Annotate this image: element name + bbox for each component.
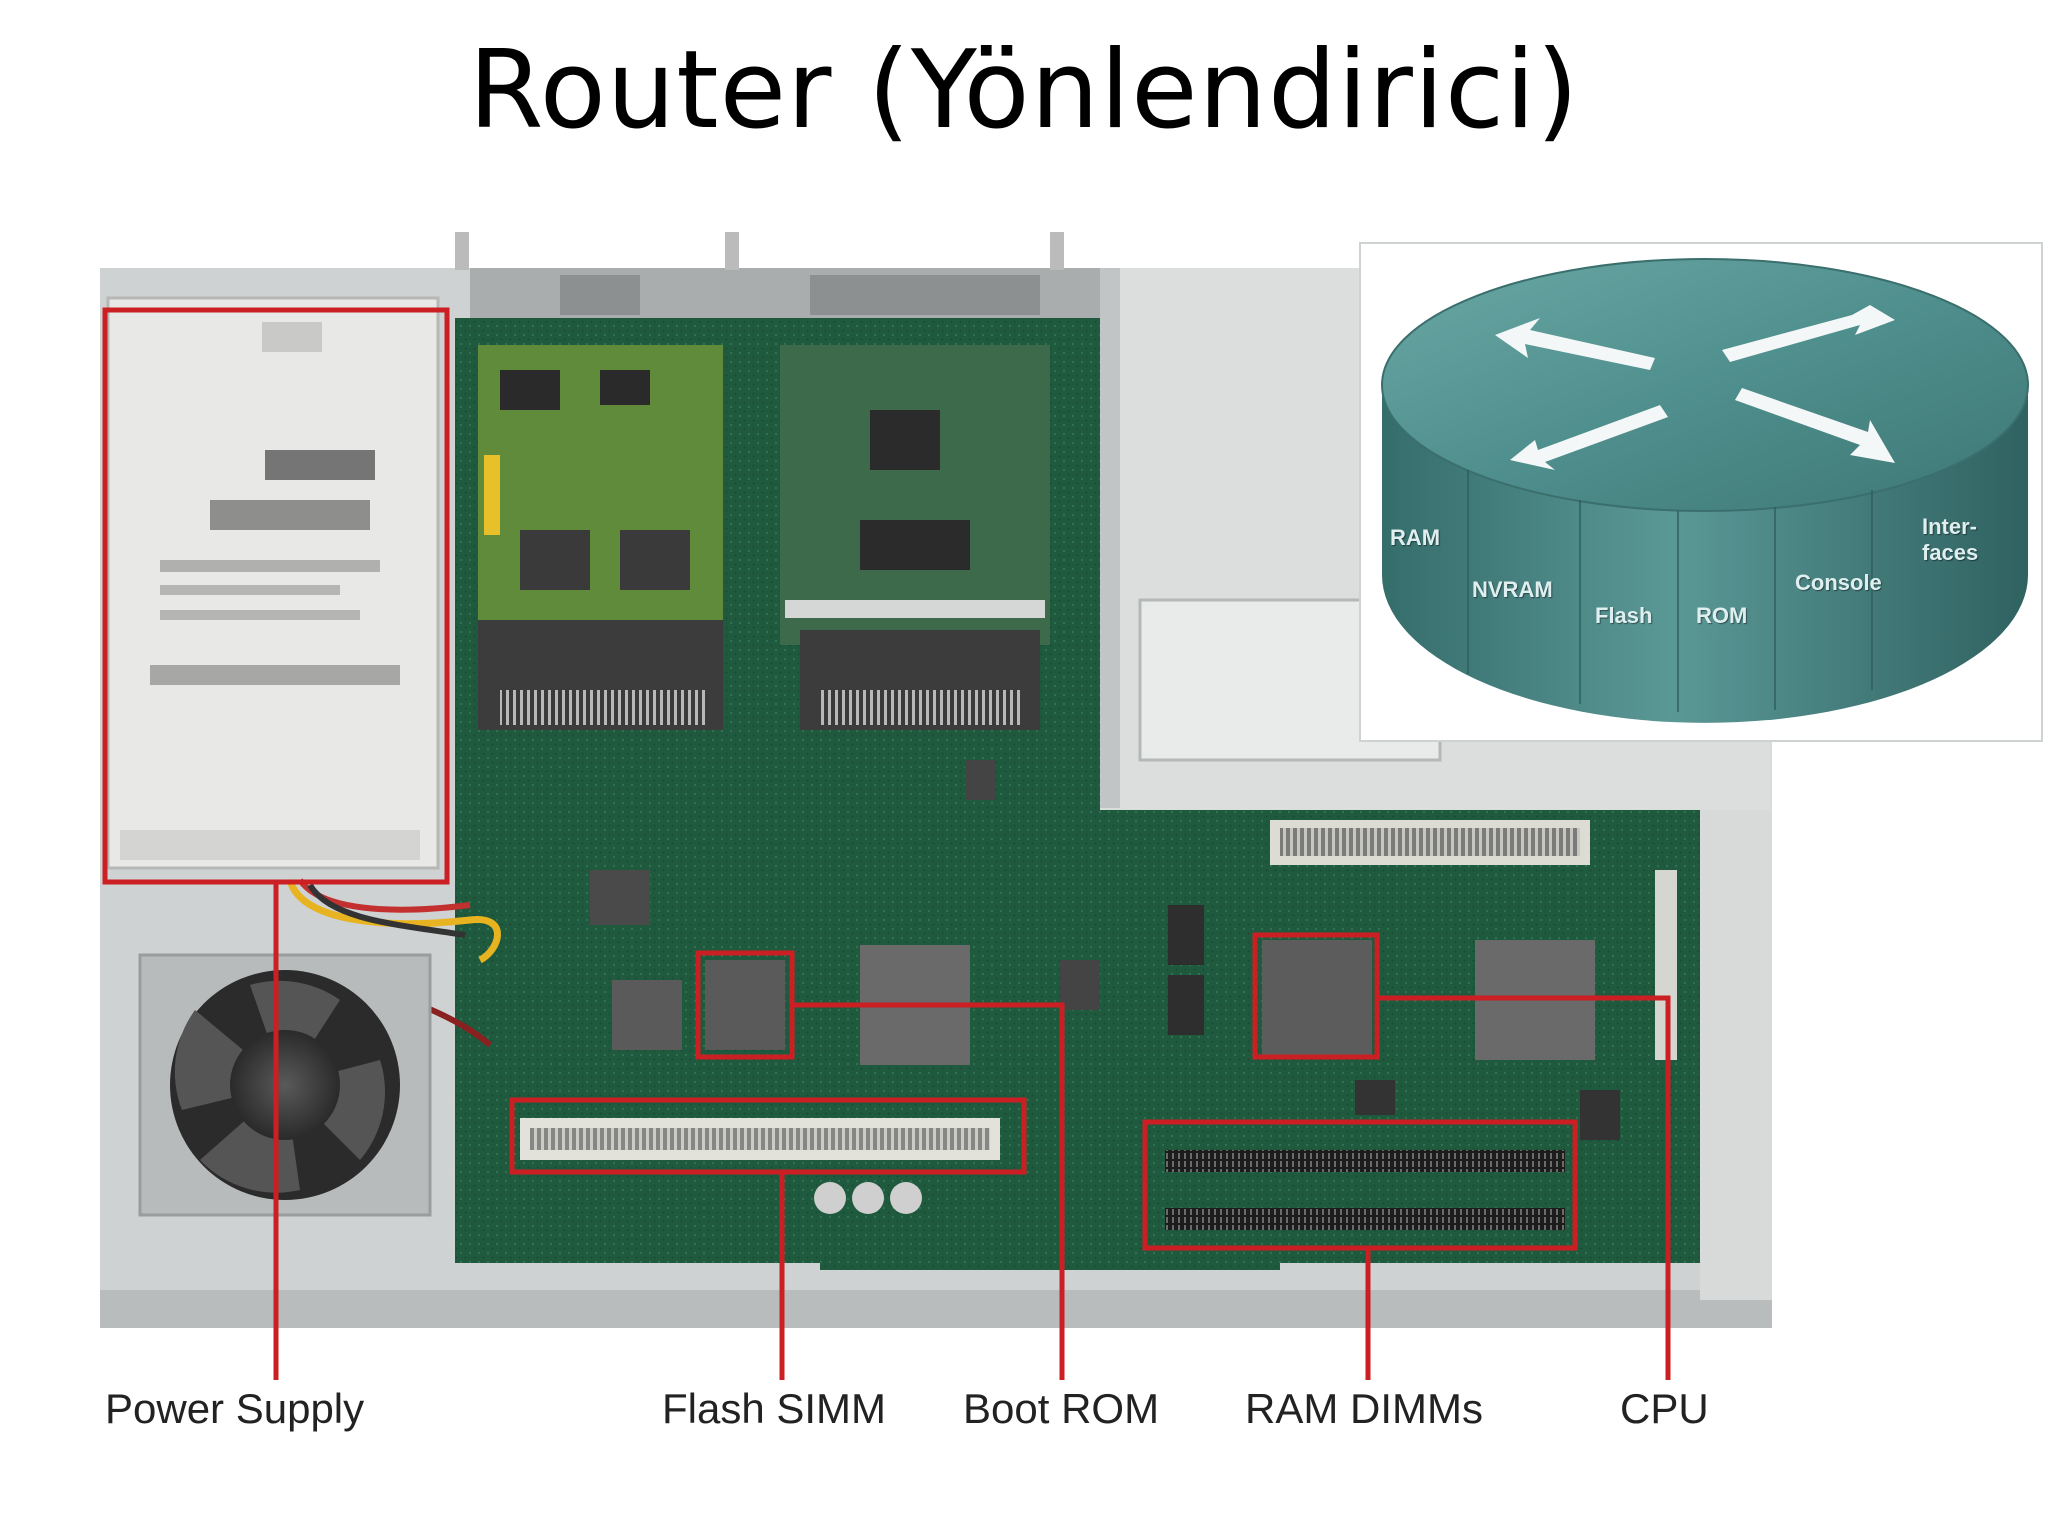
router-segment-console: Console bbox=[1795, 570, 1882, 595]
callout-cpu: CPU bbox=[1620, 1385, 1709, 1432]
expansion-card bbox=[780, 345, 1050, 645]
router-segment-ram: RAM bbox=[1390, 525, 1441, 550]
router-segment-rom: ROM bbox=[1696, 603, 1748, 628]
power-supply-unit bbox=[106, 296, 440, 870]
callout-power-supply: Power Supply bbox=[105, 1385, 365, 1432]
router-symbol-icon bbox=[1381, 258, 2029, 723]
cpu-chip bbox=[1262, 940, 1372, 1055]
ram-dimm-slot bbox=[1165, 1150, 1565, 1172]
callout-ram-dimms: RAM DIMMs bbox=[1245, 1385, 1483, 1432]
ram-dimm-slot bbox=[1165, 1208, 1565, 1230]
chip bbox=[612, 980, 682, 1050]
callout-flash-simm: Flash SIMM bbox=[662, 1385, 887, 1432]
router-segment-nvram: NVRAM bbox=[1472, 577, 1553, 602]
boot-rom-leader bbox=[792, 1002, 1065, 1380]
cpu-leader bbox=[1377, 995, 1671, 1380]
router-segment-interfaces: Inter- faces bbox=[1922, 514, 1979, 566]
flash-simm-highlight bbox=[509, 1097, 1027, 1175]
boot-rom-chip bbox=[705, 960, 785, 1050]
router-segment-flash: Flash bbox=[1595, 603, 1653, 628]
callout-boot-rom: Boot ROM bbox=[963, 1385, 1160, 1432]
ram-dimms-highlight bbox=[1142, 1119, 1578, 1251]
slide-title: Router (Yönlendirici) bbox=[468, 28, 1580, 153]
